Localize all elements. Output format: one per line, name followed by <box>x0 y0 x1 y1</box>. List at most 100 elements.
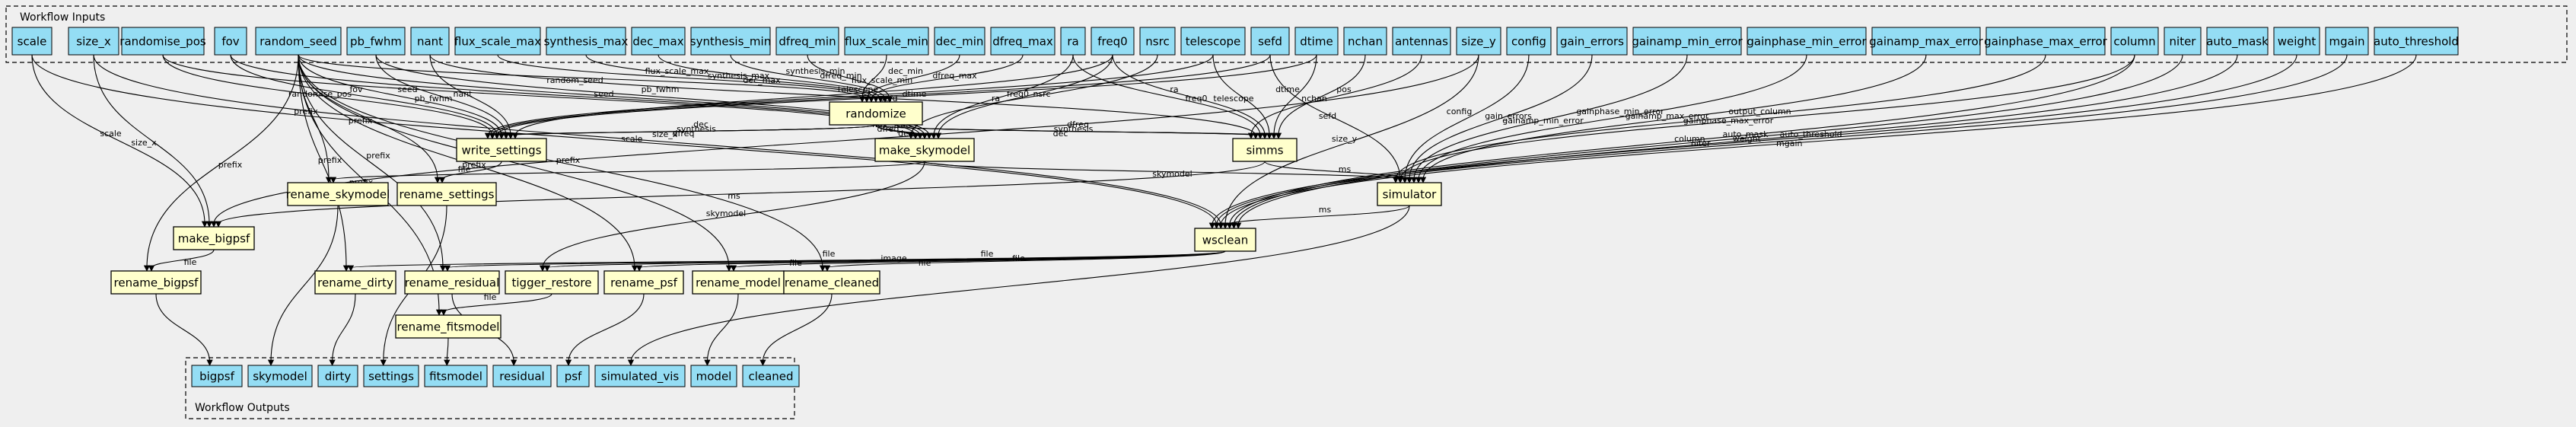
edge-arrowhead <box>819 265 826 272</box>
edge-auto-threshold-to-wsclean: auto_threshold <box>1218 54 2417 229</box>
edge-label: gain_errors <box>1485 111 1532 121</box>
input-nchan: nchan <box>1343 27 1387 56</box>
node-box <box>775 27 839 56</box>
node-label: flux_scale_max <box>454 35 541 49</box>
inputs-cluster-box <box>5 5 2568 63</box>
step-simms: simms <box>1232 138 1298 162</box>
edge-line <box>298 54 635 269</box>
edge-line <box>1237 54 2238 226</box>
edge-label: sefd <box>1319 111 1336 121</box>
edge-line <box>875 124 1266 136</box>
edge-line <box>492 54 1271 136</box>
edge-line <box>332 293 356 363</box>
node-box <box>692 270 785 295</box>
edge-dfreq-min-to-randomize: dfreq_min <box>807 54 893 103</box>
edge-write-settings-to-rename-settings: file <box>438 161 502 183</box>
node-label: gainamp_min_error <box>1632 35 1743 49</box>
edge-label: dec <box>898 129 913 139</box>
edge-label: gainphase_max_error <box>1683 116 1774 126</box>
edge-line <box>375 54 507 136</box>
node-box <box>1091 27 1135 56</box>
edge-arrowhead <box>484 132 492 139</box>
step-tigger-restore: tigger_restore <box>505 270 599 295</box>
edge-simms-to-simulator: ms <box>1264 161 1413 183</box>
input-nant: nant <box>410 27 450 56</box>
edge-line <box>31 54 205 225</box>
edge-label: column <box>1674 134 1705 144</box>
node-label: freq0 <box>1097 35 1127 49</box>
node-box <box>829 101 923 126</box>
edge-rename-model-to-out-model <box>704 293 739 366</box>
node-label: nant <box>417 35 443 49</box>
node-box <box>1632 27 1742 56</box>
edge-auto-mask-to-wsclean: auto_mask <box>1234 54 2238 229</box>
step-rename-fitsmodel: rename_fitsmodel <box>395 314 502 339</box>
edge-tigger-restore-to-rename-fitsmodel: file <box>440 292 552 316</box>
edge-arrowhead <box>921 132 928 139</box>
edge-line <box>447 250 1226 269</box>
edge-label: skymodel <box>1152 169 1192 179</box>
edge-telescope-to-simms: telescope <box>1212 54 1273 139</box>
edge-label: gainamp_min_error <box>1502 116 1584 126</box>
edge-label: file <box>458 164 471 174</box>
edge-arrowhead <box>868 96 875 103</box>
edge-arrowhead <box>439 265 447 272</box>
edge-line <box>1212 54 2297 226</box>
node-box <box>255 27 342 56</box>
input-auto-threshold: auto_threshold <box>2374 27 2459 56</box>
node-label: gainphase_max_error <box>1984 35 2107 49</box>
edge-arrowhead <box>539 265 546 272</box>
edge-label: seed <box>594 89 613 99</box>
edge-line <box>706 293 739 363</box>
edge-label: prefix <box>218 160 243 170</box>
node-label: auto_mask <box>2206 35 2269 49</box>
node-label: dfreq_min <box>779 35 836 49</box>
input-gainphase-min-error: gainphase_min_error <box>1747 27 1867 56</box>
node-label: antennas <box>1395 35 1448 49</box>
edge-arrowhead <box>438 177 446 183</box>
node-box <box>594 365 686 387</box>
node-label: model <box>696 370 732 384</box>
edge-arrowhead <box>543 265 551 272</box>
edge-arrowhead <box>858 96 866 103</box>
node-label: wsclean <box>1202 234 1248 247</box>
edge-arrowhead <box>1406 177 1413 183</box>
edge-line <box>429 54 511 136</box>
edge-make-skymodel-to-rename-skymodel <box>330 161 925 183</box>
edge-arrowhead <box>635 265 643 272</box>
edge-arrowhead <box>1252 132 1259 139</box>
node-box <box>68 27 119 56</box>
node-label: config <box>1511 35 1546 49</box>
edge-arrowhead <box>725 265 733 272</box>
edge-column-to-simulator: output_column <box>1396 54 2135 183</box>
node-label: rename_psf <box>610 276 677 291</box>
edge-line <box>443 293 552 313</box>
input-dec-max: dec_max <box>631 27 686 56</box>
node-label: simulated_vis <box>601 370 680 384</box>
node-label: rename_settings <box>400 188 495 202</box>
edge-line <box>1269 54 1401 180</box>
edge-arrowhead <box>267 359 275 366</box>
edge-scale-to-make-bigpsf: scale <box>31 54 209 228</box>
node-label: dtime <box>1300 35 1333 49</box>
edge-arrowhead <box>342 265 350 272</box>
edge-line <box>298 54 347 269</box>
node-label: auto_threshold <box>2374 35 2459 49</box>
edge-line <box>762 293 833 363</box>
input-niter: niter <box>2164 27 2202 56</box>
edge-line <box>496 54 1317 136</box>
edge-label: prefix <box>318 155 342 165</box>
edge-label: ms <box>1319 205 1332 215</box>
input-gainphase-max-error: gainphase_max_error <box>1984 27 2108 56</box>
edge-line <box>429 54 1256 136</box>
node-label: nsrc <box>1145 35 1169 49</box>
edge-line <box>298 54 823 269</box>
edge-arrowhead <box>823 265 831 272</box>
edge-label: auto_mask <box>1723 129 1769 139</box>
edge-arrowhead <box>730 265 737 272</box>
edge-line <box>1212 54 1270 136</box>
edge-line <box>910 54 1158 136</box>
input-freq0: freq0 <box>1091 27 1135 56</box>
node-label: dfreq_max <box>992 35 1053 49</box>
edge-label: prefix <box>349 116 373 126</box>
